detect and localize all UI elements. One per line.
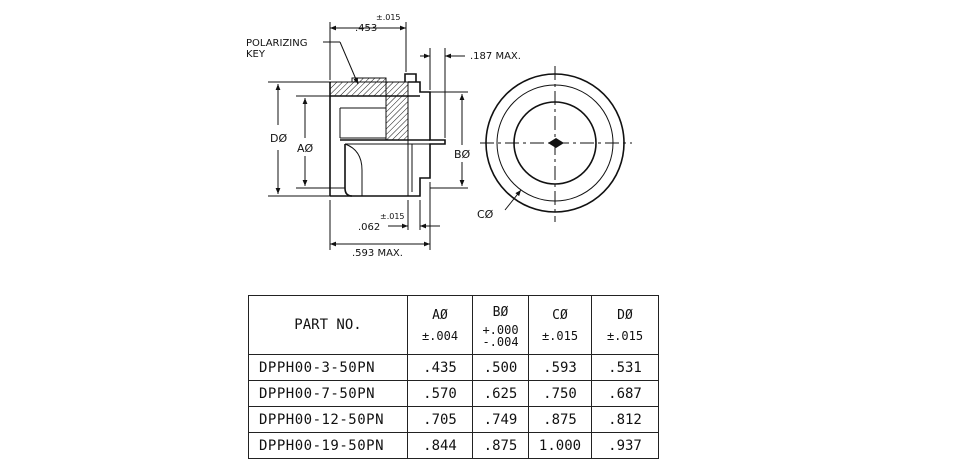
cell-c: .593 bbox=[528, 354, 592, 381]
center-key bbox=[548, 138, 564, 148]
cell-b: .500 bbox=[472, 354, 529, 381]
dim-593-label: .593 MAX. bbox=[352, 248, 403, 259]
core-hatch bbox=[385, 95, 409, 141]
part-spec-table: PART NO. AØ ±.004 BØ +.000 -.004 CØ ±.01… bbox=[248, 295, 659, 459]
cell-d: .687 bbox=[591, 380, 659, 407]
cell-b: .875 bbox=[472, 432, 529, 459]
polarizing-key-hatch bbox=[329, 81, 387, 97]
polarizing-key-label-line2: KEY bbox=[246, 49, 266, 60]
dim-187-label: .187 MAX. bbox=[470, 51, 521, 62]
dim-453-tolerance: ±.015 bbox=[376, 13, 401, 22]
outer-circle bbox=[485, 73, 625, 213]
cell-c: 1.000 bbox=[528, 432, 592, 459]
header-b: BØ +.000 -.004 bbox=[472, 295, 529, 355]
header-d: DØ ±.015 bbox=[591, 295, 659, 355]
cell-part: DPPH00-12-50PN bbox=[248, 406, 408, 433]
side-section-view bbox=[329, 73, 446, 197]
header-part-no: PART NO. bbox=[248, 295, 408, 355]
header-c: CØ ±.015 bbox=[528, 295, 592, 355]
cell-c: .750 bbox=[528, 380, 592, 407]
inner-circle bbox=[513, 101, 597, 185]
dim-a-label: AØ bbox=[297, 142, 314, 155]
cell-b: .749 bbox=[472, 406, 529, 433]
dim-d-label: DØ bbox=[270, 132, 287, 145]
polarizing-key-label-line1: POLARIZING bbox=[246, 38, 307, 49]
dim-453-label: .453 bbox=[355, 23, 377, 34]
cell-a: .435 bbox=[407, 354, 473, 381]
end-view bbox=[480, 66, 632, 222]
table-row: DPPH00-7-50PN .570 .625 .750 .687 bbox=[248, 380, 659, 407]
table-row: DPPH00-19-50PN .844 .875 1.000 .937 bbox=[248, 432, 659, 459]
cell-d: .531 bbox=[591, 354, 659, 381]
technical-drawing: POLARIZING KEY .453 ±.015 .187 MAX. DØ A… bbox=[246, 13, 632, 259]
dim-062-label: .062 bbox=[358, 222, 380, 233]
cell-b: .625 bbox=[472, 380, 529, 407]
table-header-row: PART NO. AØ ±.004 BØ +.000 -.004 CØ ±.01… bbox=[248, 295, 659, 355]
cell-part: DPPH00-7-50PN bbox=[248, 380, 408, 407]
table-row: DPPH00-3-50PN .435 .500 .593 .531 bbox=[248, 354, 659, 381]
header-a: AØ ±.004 bbox=[407, 295, 473, 355]
cell-c: .875 bbox=[528, 406, 592, 433]
cell-a: .570 bbox=[407, 380, 473, 407]
dim-b-label: BØ bbox=[454, 148, 471, 161]
cell-a: .844 bbox=[407, 432, 473, 459]
cell-d: .812 bbox=[591, 406, 659, 433]
cell-part: DPPH00-19-50PN bbox=[248, 432, 408, 459]
dim-c-label: CØ bbox=[477, 208, 494, 221]
cell-part: DPPH00-3-50PN bbox=[248, 354, 408, 381]
cell-d: .937 bbox=[591, 432, 659, 459]
table-row: DPPH00-12-50PN .705 .749 .875 .812 bbox=[248, 406, 659, 433]
dimension-lines bbox=[268, 22, 468, 250]
dim-062-tolerance: ±.015 bbox=[380, 212, 405, 221]
cell-a: .705 bbox=[407, 406, 473, 433]
middle-circle bbox=[496, 84, 614, 202]
